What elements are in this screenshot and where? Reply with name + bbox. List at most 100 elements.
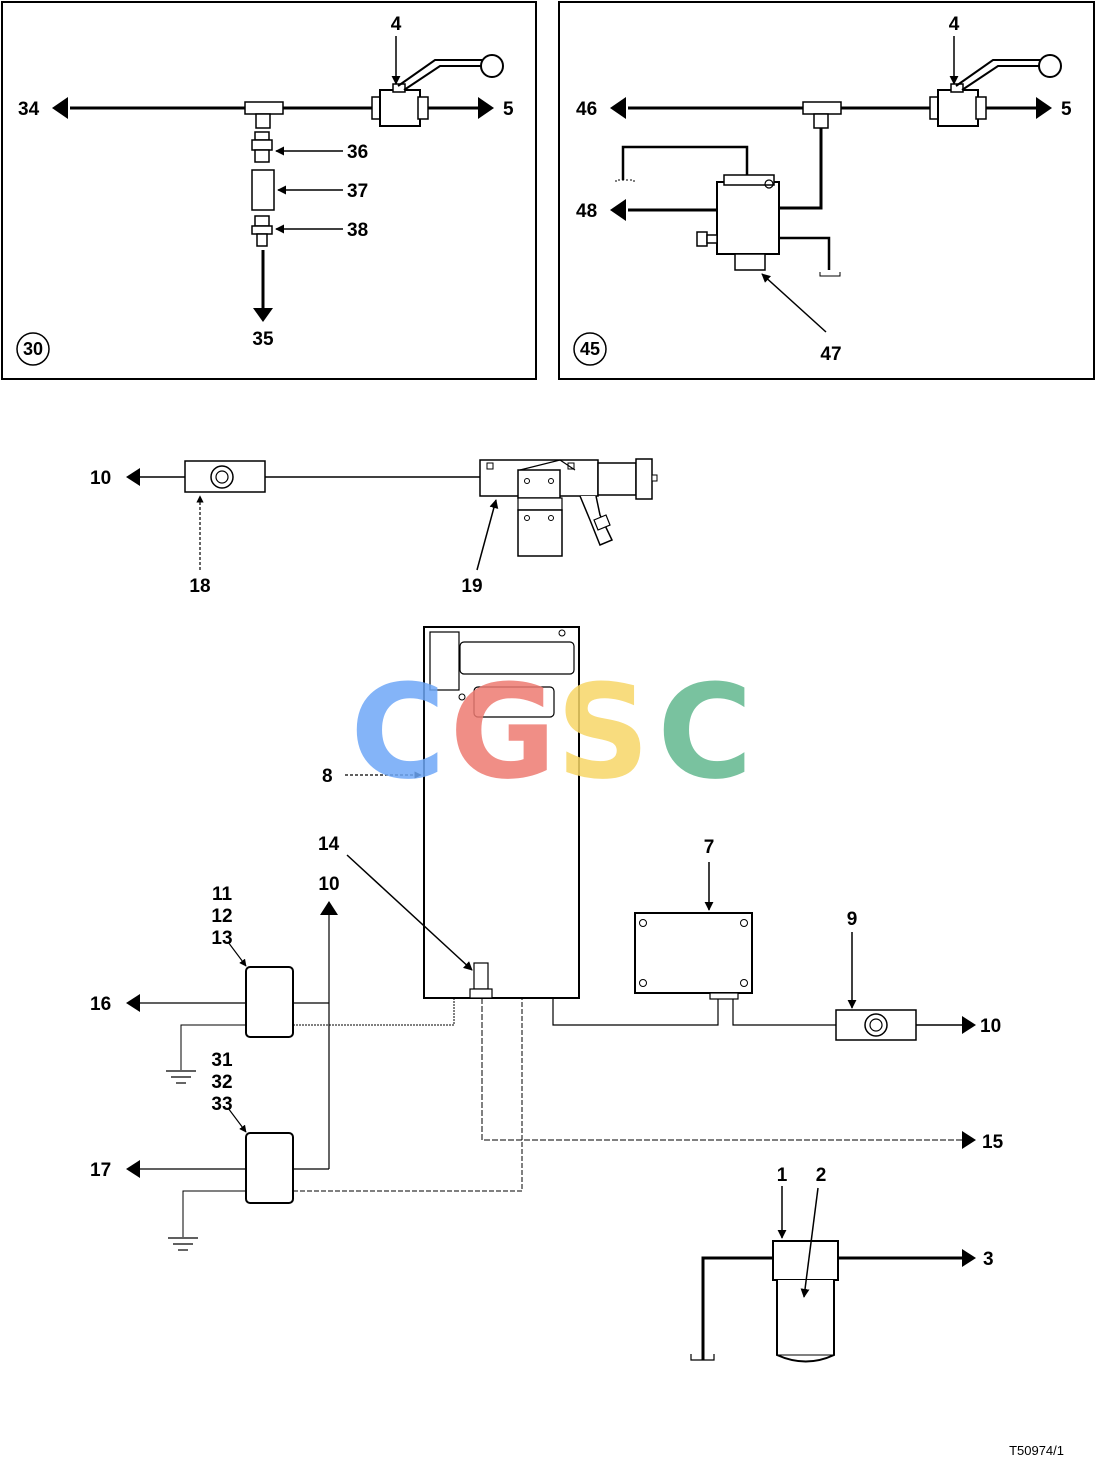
fitting-38-icon (251, 215, 273, 247)
arrow-5-icon (478, 97, 494, 119)
line-15 (481, 998, 962, 1141)
leader-2 (800, 1187, 819, 1298)
label-3: 3 (983, 1249, 994, 1270)
part-37-icon (251, 169, 275, 211)
label-2: 2 (816, 1165, 827, 1186)
arrow-3-icon (962, 1249, 976, 1267)
relay-31-32-33 (245, 1132, 294, 1204)
label-15: 15 (982, 1132, 1004, 1153)
label-10: 10 (318, 874, 339, 895)
drain-line-right (779, 236, 831, 270)
filter-1-icon (772, 1240, 839, 1363)
arrow-5-icon (1036, 97, 1052, 119)
watermark-letter-c2: C (657, 656, 752, 808)
label-47: 47 (820, 344, 841, 365)
spray-gun-19-icon (479, 458, 658, 557)
cabinet-8-icon (423, 626, 580, 999)
pipe-tee-47 (779, 128, 823, 210)
label-16: 16 (90, 994, 111, 1015)
panel-number-circle (573, 332, 607, 366)
relief-valve-47-icon (696, 174, 780, 271)
tee-fitting-icon (244, 101, 284, 129)
label-48: 48 (576, 201, 597, 222)
leader-19 (476, 499, 499, 571)
arrow-48-icon (610, 199, 626, 221)
panel-number-circle (16, 332, 50, 366)
line-cabinet-7 (552, 998, 719, 1026)
label-38: 38 (347, 220, 368, 241)
box-7-icon (634, 912, 753, 1000)
label-10-right: 10 (980, 1016, 1001, 1037)
line-relay2-cabinet (293, 998, 523, 1192)
label-5: 5 (1061, 99, 1072, 120)
line-relay-cabinet (293, 998, 455, 1026)
arrow-17-icon (126, 1160, 140, 1178)
tee-fitting-icon (802, 101, 842, 129)
label-1: 1 (777, 1165, 788, 1186)
panel-30: 4 5 34 36 37 38 35 30 (1, 1, 537, 380)
label-18: 18 (189, 576, 210, 597)
label-34: 34 (18, 99, 40, 120)
watermark-letter-c1: C (350, 656, 445, 808)
arrow-35-icon (253, 308, 273, 322)
arrow-15-icon (962, 1131, 976, 1149)
label-9: 9 (847, 909, 858, 930)
label-19: 19 (461, 576, 482, 597)
panel-45: 4 5 46 48 47 45 (558, 1, 1095, 380)
arrow-46-icon (610, 97, 626, 119)
ground-icon (166, 1070, 196, 1084)
panel-45-frame (558, 1, 1095, 380)
label-31: 31 (211, 1050, 233, 1071)
ground-line-1 (180, 1024, 246, 1070)
ground-icon (168, 1237, 198, 1251)
tank-icon (615, 179, 635, 182)
drain-line-top (621, 145, 749, 180)
label-46: 46 (576, 99, 597, 120)
label-4: 4 (949, 14, 960, 35)
label-11: 11 (212, 884, 233, 905)
ball-valve-icon (929, 54, 1062, 127)
label-4: 4 (391, 14, 402, 35)
figure-reference: T50974/1 (1009, 1443, 1064, 1458)
panel-30-frame (1, 1, 537, 380)
coupler-18-icon (184, 460, 266, 493)
label-10: 10 (90, 468, 111, 489)
leader-31 (227, 1107, 247, 1133)
arrow-16-icon (126, 994, 140, 1012)
tank-icon (690, 1354, 715, 1361)
label-35: 35 (252, 329, 274, 350)
label-33: 33 (211, 1094, 232, 1115)
label-12: 12 (211, 906, 232, 927)
panel-number-45: 45 (580, 339, 600, 359)
leader-14 (346, 854, 473, 971)
panel-number-30: 30 (23, 339, 43, 359)
arrow-10-icon (126, 468, 140, 486)
label-7: 7 (704, 837, 715, 858)
line-7-9 (732, 999, 836, 1026)
leader-47 (761, 273, 827, 333)
label-17: 17 (90, 1160, 111, 1181)
label-32: 32 (211, 1072, 232, 1093)
watermark-letter-g: G (450, 656, 557, 808)
arrow-10-up-icon (320, 901, 338, 915)
arrow-34-icon (52, 97, 68, 119)
watermark-letter-s: S (556, 656, 650, 808)
label-5: 5 (503, 99, 514, 120)
inlet-line (701, 1256, 773, 1360)
ball-valve-icon (371, 54, 504, 127)
label-8: 8 (322, 766, 333, 787)
main-diagram: 10 18 19 8 14 (90, 458, 1064, 1458)
ground-line-2 (182, 1190, 246, 1237)
fitting-36-icon (251, 131, 273, 163)
coupler-9-icon (835, 1009, 917, 1041)
leader-11 (227, 941, 247, 967)
tank-icon (819, 272, 841, 277)
label-37: 37 (347, 181, 368, 202)
label-14: 14 (318, 834, 340, 855)
watermark-logo: C G S C (350, 656, 752, 808)
arrow-10-right-icon (962, 1016, 976, 1034)
label-36: 36 (347, 142, 368, 163)
label-13: 13 (211, 928, 232, 949)
